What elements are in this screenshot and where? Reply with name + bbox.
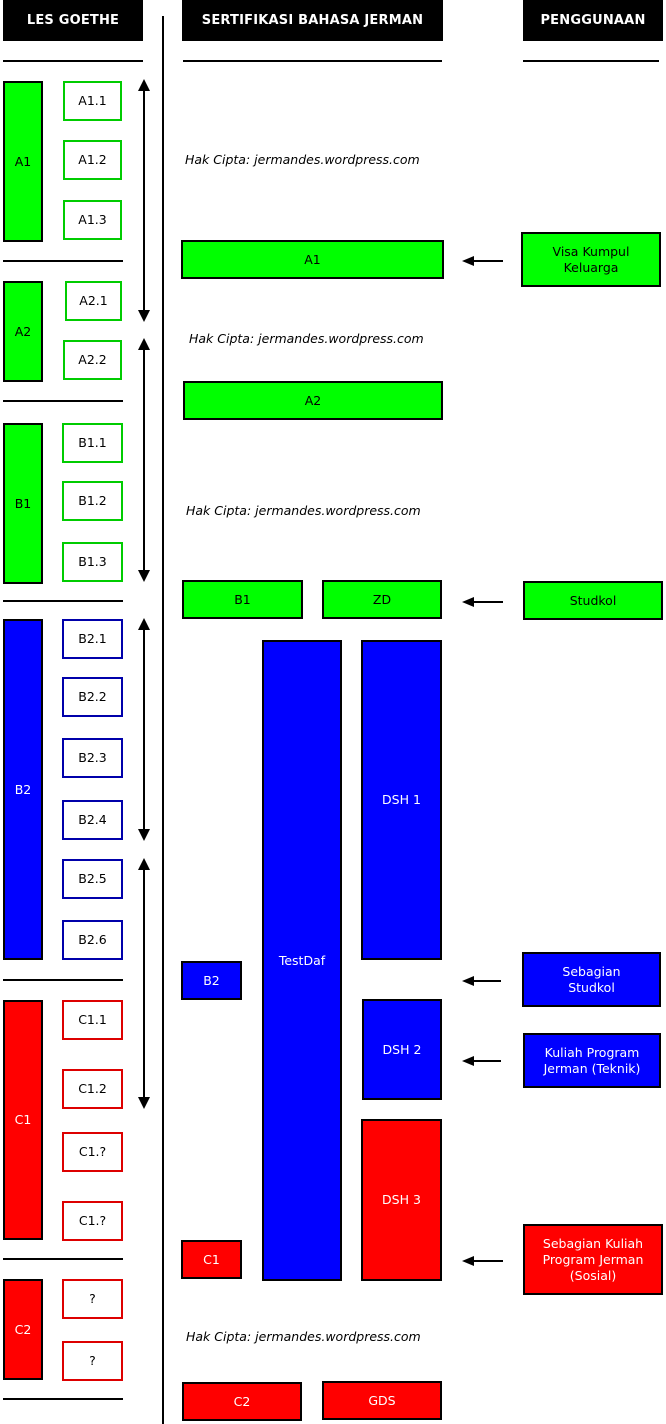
sublevel-b2-4: B2.4 [62, 800, 123, 840]
column-separator [162, 16, 164, 1424]
arrow-left-icon [462, 255, 503, 267]
cert-dsh2: DSH 2 [362, 999, 442, 1100]
divider [3, 1398, 123, 1400]
divider [3, 600, 123, 602]
level-c1: C1 [3, 1000, 43, 1240]
sublevel-b2-1: B2.1 [62, 619, 123, 659]
level-a2: A2 [3, 281, 43, 382]
cert-c1: C1 [181, 1240, 242, 1279]
arrow-left-icon [462, 596, 503, 608]
divider [183, 60, 442, 62]
sublevel-b1-1: B1.1 [62, 423, 123, 463]
arrow-left-icon [462, 975, 501, 987]
sublevel-b1-3: B1.3 [62, 542, 123, 582]
divider [3, 400, 123, 402]
level-c2: C2 [3, 1279, 43, 1380]
sublevel-c1-4: C1.? [62, 1201, 123, 1241]
sublevel-a2-2: A2.2 [63, 340, 122, 380]
cert-dsh3: DSH 3 [361, 1119, 442, 1281]
usage-kuliah-teknik: Kuliah Program Jerman (Teknik) [523, 1033, 661, 1088]
sublevel-c1-1: C1.1 [62, 1000, 123, 1040]
sublevel-a1-3: A1.3 [63, 200, 122, 240]
divider [3, 260, 123, 262]
cert-c2: C2 [182, 1382, 302, 1421]
span-arrow-a [137, 79, 151, 322]
sublevel-b2-3: B2.3 [62, 738, 123, 778]
sublevel-c2-2: ? [62, 1341, 123, 1381]
copyright-note: Hak Cipta: jermandes.wordpress.com [189, 331, 424, 346]
sublevel-a1-2: A1.2 [63, 140, 122, 180]
cert-b1: B1 [182, 580, 303, 619]
header-sertifikasi: SERTIFIKASI BAHASA JERMAN [182, 0, 443, 41]
copyright-note: Hak Cipta: jermandes.wordpress.com [185, 152, 420, 167]
header-les-goethe: LES GOETHE [3, 0, 143, 41]
cert-b2: B2 [181, 961, 242, 1000]
usage-studkol: Studkol [523, 581, 663, 620]
divider [523, 60, 659, 62]
copyright-note: Hak Cipta: jermandes.wordpress.com [186, 503, 421, 518]
cert-a2: A2 [183, 381, 443, 420]
sublevel-b2-6: B2.6 [62, 920, 123, 960]
span-arrow-b2-c1 [137, 858, 151, 1109]
copyright-note: Hak Cipta: jermandes.wordpress.com [186, 1329, 421, 1344]
cert-dsh1: DSH 1 [361, 640, 442, 960]
sublevel-a1-1: A1.1 [63, 81, 122, 121]
sublevel-b2-5: B2.5 [62, 859, 123, 899]
span-arrow-b2-a [137, 618, 151, 841]
cert-gds: GDS [322, 1381, 442, 1420]
level-b2: B2 [3, 619, 43, 960]
sublevel-c1-2: C1.2 [62, 1069, 123, 1109]
usage-visa: Visa Kumpul Keluarga [521, 232, 661, 287]
sublevel-a2-1: A2.1 [65, 281, 122, 321]
arrow-left-icon [462, 1255, 503, 1267]
sublevel-c2-1: ? [62, 1279, 123, 1319]
arrow-left-icon [462, 1055, 501, 1067]
usage-kuliah-sosial: Sebagian Kuliah Program Jerman (Sosial) [523, 1224, 663, 1295]
sublevel-b1-2: B1.2 [62, 481, 123, 521]
cert-zd: ZD [322, 580, 442, 619]
divider [3, 979, 123, 981]
sublevel-c1-3: C1.? [62, 1132, 123, 1172]
usage-sebagian-studkol: Sebagian Studkol [522, 952, 661, 1007]
divider [3, 1258, 123, 1260]
level-b1: B1 [3, 423, 43, 584]
span-arrow-b1 [137, 338, 151, 582]
cert-a1: A1 [181, 240, 444, 279]
sublevel-b2-2: B2.2 [62, 677, 123, 717]
cert-testdaf: TestDaf [262, 640, 342, 1281]
divider [3, 60, 143, 62]
level-a1: A1 [3, 81, 43, 242]
header-penggunaan: PENGGUNAAN [523, 0, 663, 41]
